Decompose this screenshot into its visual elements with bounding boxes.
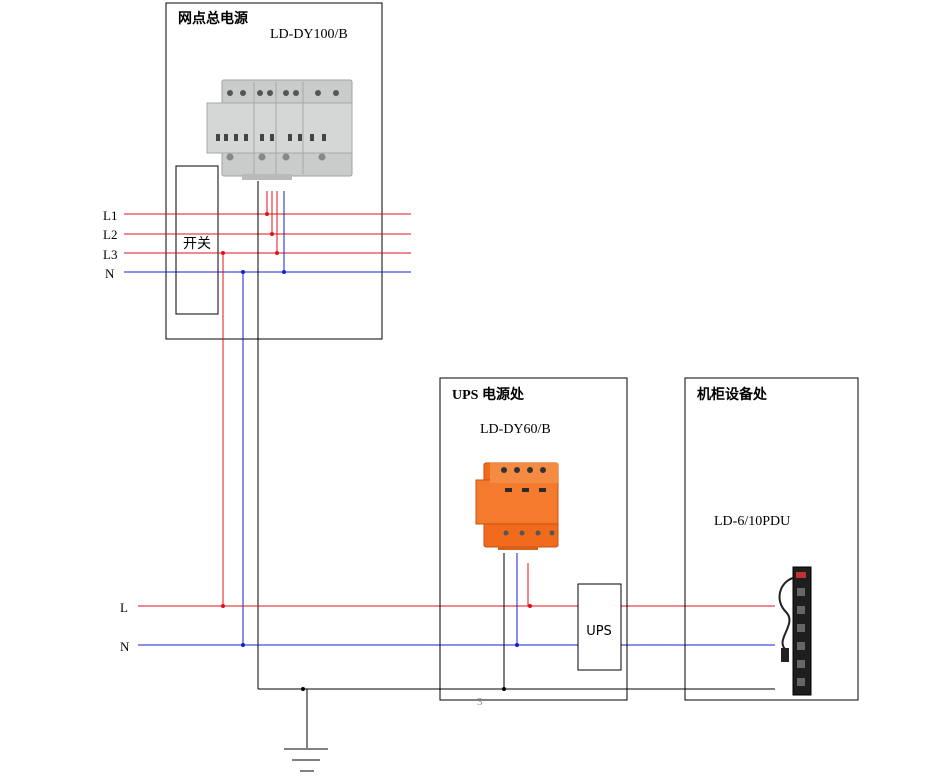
main-panel-title: 网点总电源: [178, 10, 248, 27]
ups-box-label: UPS: [586, 624, 612, 639]
phase-label-l2: L2: [103, 227, 117, 242]
ups-panel-frame: [439, 377, 628, 701]
bus-label-l: L: [120, 600, 128, 615]
page-number: 3: [477, 696, 483, 708]
rack-panel-title: 机柜设备处: [697, 386, 768, 403]
phase-label-l3: L3: [103, 247, 117, 262]
ground-dot: [301, 687, 305, 691]
phase-label-l1: L1: [103, 208, 117, 223]
ups-ground-dot: [502, 687, 506, 691]
bus-label-n: N: [120, 639, 130, 654]
ups-l-dot: [528, 604, 532, 608]
ups-panel-title: UPS 电源处: [452, 386, 525, 403]
main-spd-connections: [266, 191, 285, 272]
rack-panel-frame: [684, 377, 859, 701]
ups-box: [577, 583, 622, 671]
main-panel-frame: [165, 2, 383, 340]
phase-label-n: N: [105, 266, 115, 281]
main-junction-dots: [221, 212, 286, 274]
ups-spd-model: LD-DY60/B: [480, 422, 551, 437]
ups-n-dot: [515, 643, 519, 647]
l-bus-dot: [221, 604, 225, 608]
n-bus-dot: [241, 643, 245, 647]
main-switch-label: 开关: [183, 236, 211, 252]
main-spd-model: LD-DY100/B: [270, 27, 348, 42]
earth-ground-icon: [284, 748, 328, 772]
surge-protector-4p-gray-image: [206, 79, 353, 180]
pdu-model: LD-6/10PDU: [714, 514, 790, 529]
phase-lines: [124, 213, 411, 273]
main-switch-box: [175, 165, 219, 315]
pdu-power-strip-image: [778, 566, 812, 696]
surge-protector-4p-orange-image: [475, 462, 559, 550]
